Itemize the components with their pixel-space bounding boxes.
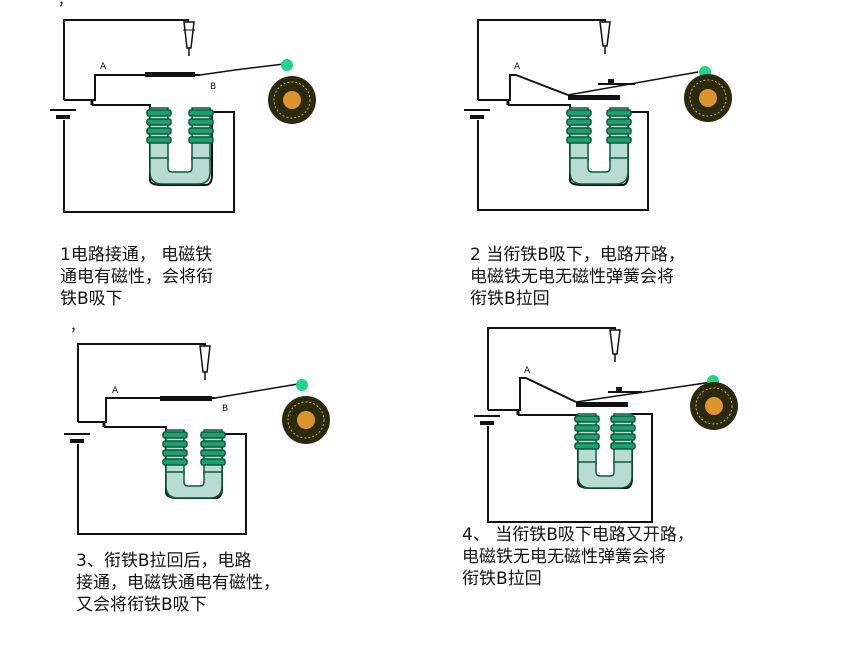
bell bbox=[282, 396, 330, 444]
bell bbox=[268, 76, 316, 124]
label-a: A bbox=[524, 366, 531, 376]
caption-1: 1电路接通， 电磁铁 通电有磁性，会将衔 铁B吸下 bbox=[60, 245, 213, 309]
hammer-ball bbox=[296, 379, 308, 391]
comma-mark: ， bbox=[70, 319, 84, 335]
label-b: B bbox=[222, 404, 229, 414]
armature-b bbox=[568, 95, 620, 100]
caption-4: 4、 当衔铁B吸下电路又开路， 电磁铁无电无磁性弹簧会将 衔铁B拉回 bbox=[462, 525, 694, 589]
caption-3: 3、衔铁B拉回后，电路 接通，电磁铁通电有磁性， 又会将衔铁B吸下 bbox=[76, 551, 280, 615]
circuit-diagram-3 bbox=[64, 343, 330, 535]
bell bbox=[690, 382, 738, 430]
circuit-diagram-4 bbox=[474, 327, 738, 523]
diagram-panel-3: ， bbox=[0, 319, 430, 645]
label-b: B bbox=[210, 82, 217, 92]
circuit-diagram-2 bbox=[464, 19, 732, 211]
armature-b bbox=[576, 402, 628, 407]
diagram-panel-2: A 2 当衔铁B吸下，电路开路， 电磁铁无电无磁性弹簧会将 衔铁B拉回 bbox=[430, 0, 860, 322]
caption-2: 2 当衔铁B吸下，电路开路， 电磁铁无电无磁性弹簧会将 衔铁B拉回 bbox=[470, 245, 685, 306]
diagram-panel-1: ， bbox=[0, 0, 430, 322]
armature-b bbox=[145, 72, 195, 77]
contact-screw bbox=[183, 21, 195, 56]
label-a: A bbox=[514, 62, 521, 72]
circuit-diagram-1 bbox=[50, 19, 316, 213]
bell bbox=[684, 74, 732, 122]
label-a: A bbox=[112, 386, 119, 396]
electromagnet bbox=[146, 107, 214, 185]
hammer-ball bbox=[281, 59, 293, 71]
comma-mark: ， bbox=[58, 0, 72, 9]
diagram-panel-4: A 4、 当衔铁B吸下电路又开路， 电磁铁无电无磁性弹簧会将 衔铁B拉回 bbox=[430, 322, 860, 645]
armature-b bbox=[160, 396, 212, 401]
label-a: A bbox=[100, 62, 107, 72]
